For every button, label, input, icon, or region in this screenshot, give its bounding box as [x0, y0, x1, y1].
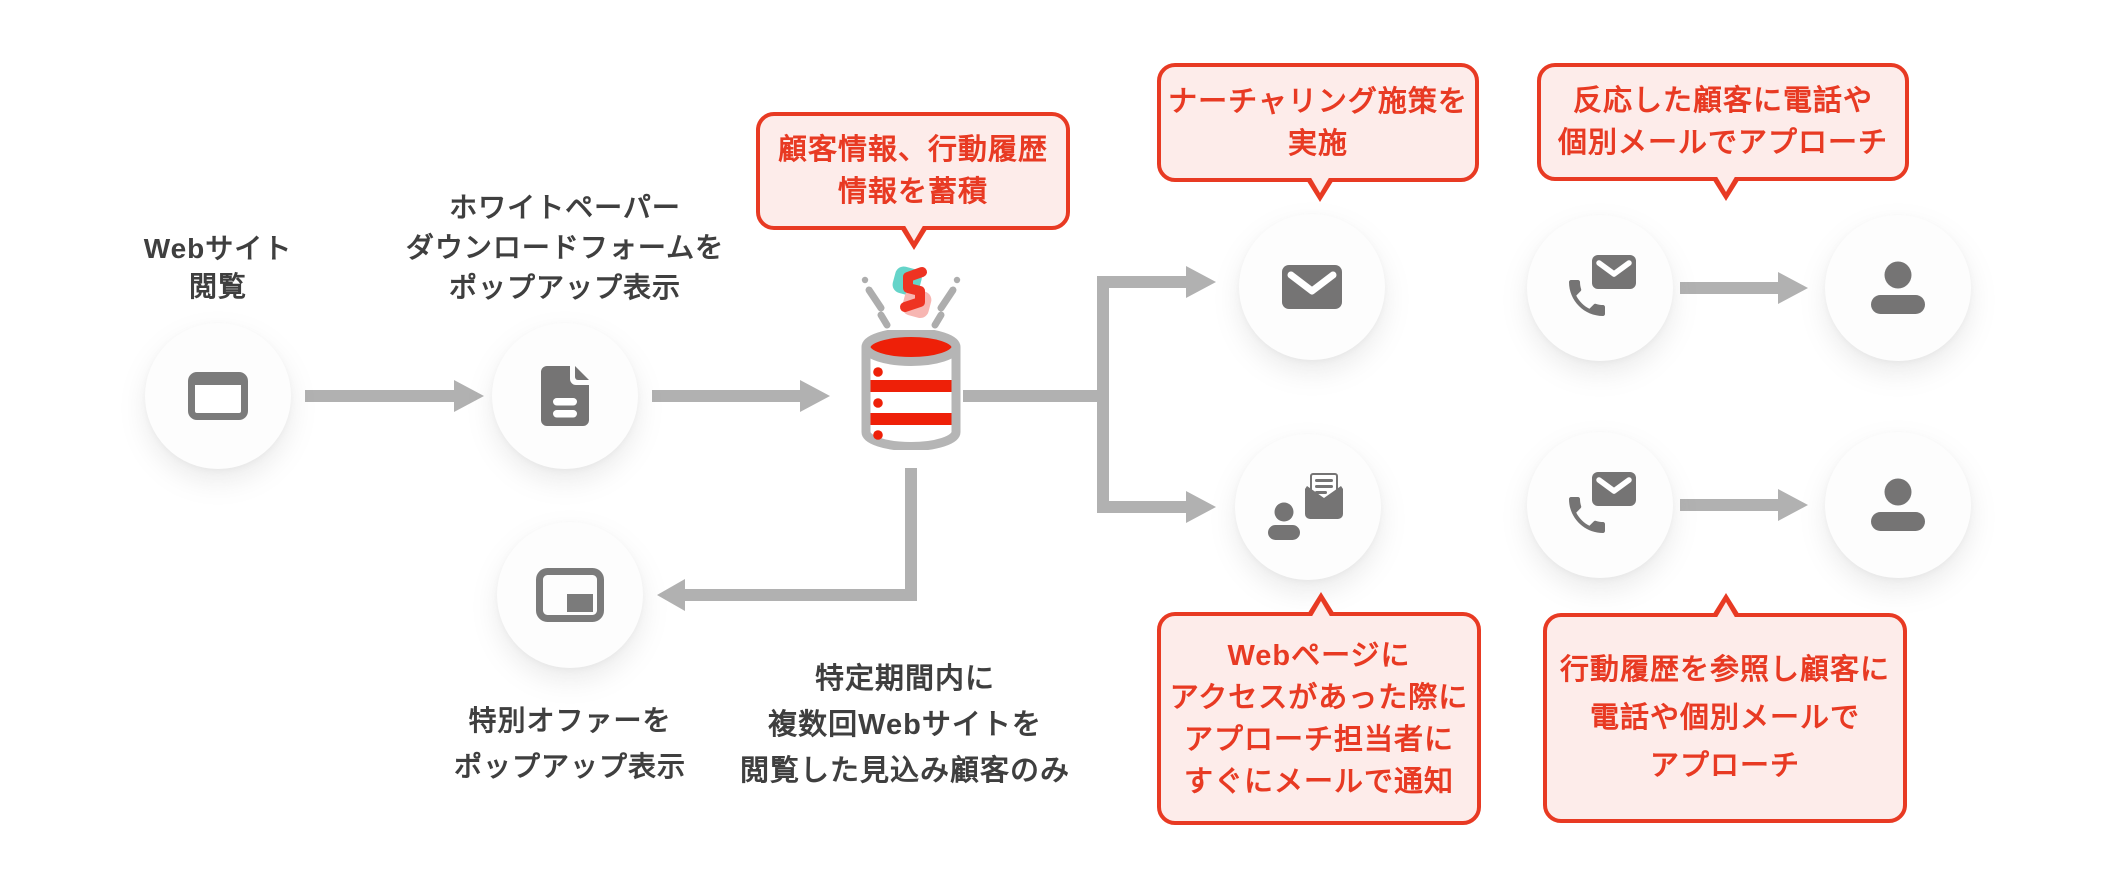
nurture-mail-node — [1239, 214, 1385, 360]
callout-history-approach: 行動履歴を参照し顧客に 電話や個別メールで アプローチ — [1543, 613, 1907, 823]
callout-line: 電話や個別メールで — [1589, 702, 1860, 734]
callout-nurture: ナーチャリング施策を 実施 — [1157, 63, 1479, 182]
callout-line: アプローチ担当者に — [1183, 723, 1454, 756]
prospect-filter-label: 特定期間内に 複数回Webサイトを 閲覧した見込み顧客のみ — [705, 656, 1105, 794]
callout-line: すぐにメールで通知 — [1183, 765, 1454, 798]
document-icon — [541, 366, 589, 426]
label-line: ホワイトペーパー — [449, 192, 681, 223]
arrowhead — [657, 579, 685, 611]
customer-node-top — [1825, 215, 1971, 361]
label-line: ポップアップ表示 — [448, 272, 681, 303]
database-icon — [861, 330, 961, 450]
label-line: ダウンロードフォームを — [405, 232, 725, 263]
customer-node-bottom — [1825, 432, 1971, 578]
person-icon — [1871, 261, 1925, 314]
approach-phone-mail-node-bottom — [1527, 432, 1673, 578]
label-line: ポップアップ表示 — [453, 751, 686, 782]
whitepaper-form-label: ホワイトペーパー ダウンロードフォームを ポップアップ表示 — [365, 188, 765, 308]
arrow-database-to-offer — [685, 468, 917, 601]
whitepaper-form-node — [492, 323, 638, 469]
arrowhead — [1778, 489, 1808, 521]
callout-line: 実施 — [1287, 127, 1348, 160]
callout-line: アプローチ — [1649, 750, 1800, 782]
s-logo-icon — [861, 266, 961, 329]
arrowhead — [1778, 272, 1808, 304]
mail-icon — [1282, 265, 1342, 309]
callout-line: アクセスがあった際に — [1169, 681, 1469, 714]
notify-person-node — [1235, 434, 1381, 580]
callout-line: ナーチャリング施策を — [1168, 85, 1468, 118]
label-line: 閲覧した見込み顧客のみ — [739, 755, 1070, 787]
arrowhead — [1186, 266, 1216, 298]
arrowhead — [800, 380, 830, 412]
callout-approach-responders: 反応した顧客に電話や 個別メールでアプローチ — [1537, 63, 1909, 181]
callout-line: 個別メールでアプローチ — [1557, 127, 1888, 159]
arrowhead — [1186, 491, 1216, 523]
popup-window-icon — [536, 568, 604, 622]
label-line: Webサイト — [143, 233, 293, 264]
callout-notify-rep: Webページに アクセスがあった際に アプローチ担当者に すぐにメールで通知 — [1157, 612, 1481, 825]
label-line: 特定期間内に — [814, 663, 995, 695]
phone-mail-icon — [1569, 472, 1636, 533]
person-mail-icon — [1268, 473, 1343, 540]
website-view-node — [145, 323, 291, 469]
special-offer-popup-node — [497, 522, 643, 668]
browser-window-icon — [188, 372, 248, 420]
phone-mail-icon — [1569, 255, 1636, 316]
label-line: 複数回Webサイトを — [768, 709, 1042, 741]
approach-phone-mail-node-top — [1527, 215, 1673, 361]
special-offer-label: 特別オファーを ポップアップ表示 — [370, 698, 770, 790]
callout-accumulate-data: 顧客情報、行動履歴 情報を蓄積 — [756, 112, 1070, 230]
callout-line: Webページに — [1227, 639, 1411, 672]
database-node — [851, 260, 971, 450]
website-view-label: Webサイト 閲覧 — [68, 230, 368, 306]
label-line: 特別オファーを — [468, 705, 672, 736]
callout-line: 情報を蓄積 — [837, 176, 988, 208]
callout-line: 顧客情報、行動履歴 — [777, 134, 1048, 166]
callout-line: 反応した顧客に電話や — [1572, 85, 1873, 117]
callout-line: 行動履歴を参照し顧客に — [1559, 654, 1890, 686]
arrowhead — [454, 380, 484, 412]
person-icon — [1871, 478, 1925, 531]
label-line: 閲覧 — [188, 271, 247, 302]
